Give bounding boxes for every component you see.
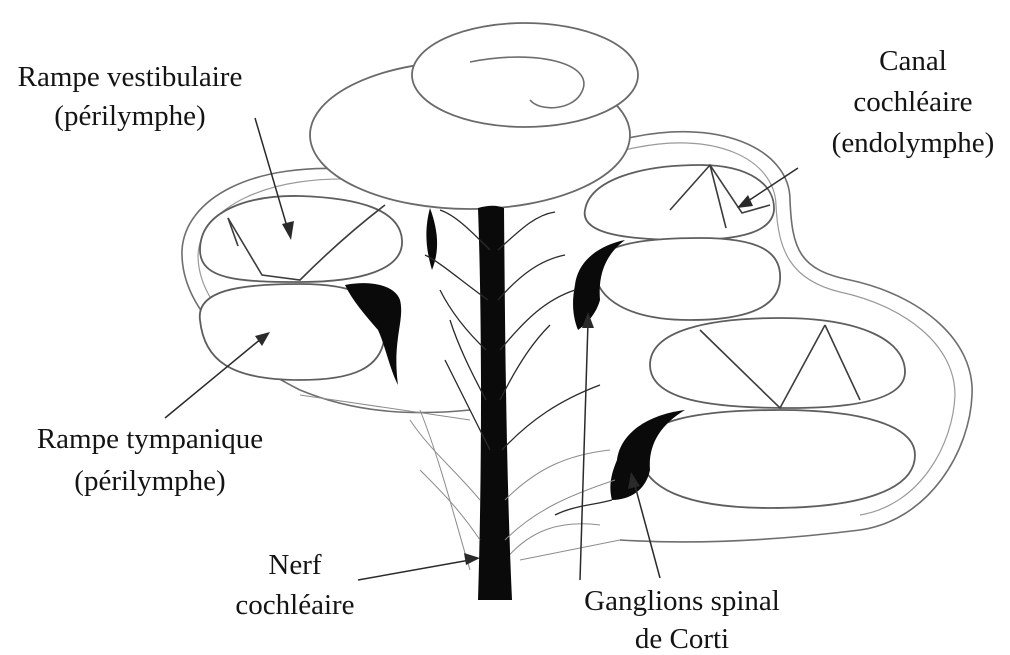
modiolus-nerve	[426, 206, 512, 600]
label-scala-tympani-2: (périlymphe)	[74, 465, 225, 497]
label-cochlear-duct-2: cochléaire	[853, 86, 972, 118]
label-scala-tympani-1: Rampe tympanique	[37, 423, 263, 455]
label-scala-vestibuli-1: Rampe vestibulaire	[18, 61, 243, 93]
label-nerve-2: cochléaire	[235, 589, 354, 621]
spiral-lamina-lines	[300, 395, 620, 570]
nerve-fibers	[410, 210, 615, 540]
right-middle-chamber	[595, 238, 780, 320]
apex-cap	[310, 23, 638, 209]
pointer-nerve	[358, 553, 480, 580]
label-cochlear-duct-1: Canal	[879, 45, 947, 77]
pointer-ganglion-a	[580, 312, 594, 580]
label-scala-vestibuli-2: (périlymphe)	[54, 100, 205, 132]
right-bottom-chamber	[640, 410, 915, 508]
label-nerve-1: Nerf	[268, 549, 321, 581]
label-ganglion-2: de Corti	[635, 623, 729, 655]
left-upper-chamber	[200, 196, 402, 282]
right-lower-upper-chamber	[650, 318, 905, 408]
ganglion-axon	[555, 500, 612, 515]
label-cochlear-duct-3: (endolymphe)	[832, 127, 995, 159]
label-ganglion-1: Ganglions spinal	[584, 585, 780, 617]
